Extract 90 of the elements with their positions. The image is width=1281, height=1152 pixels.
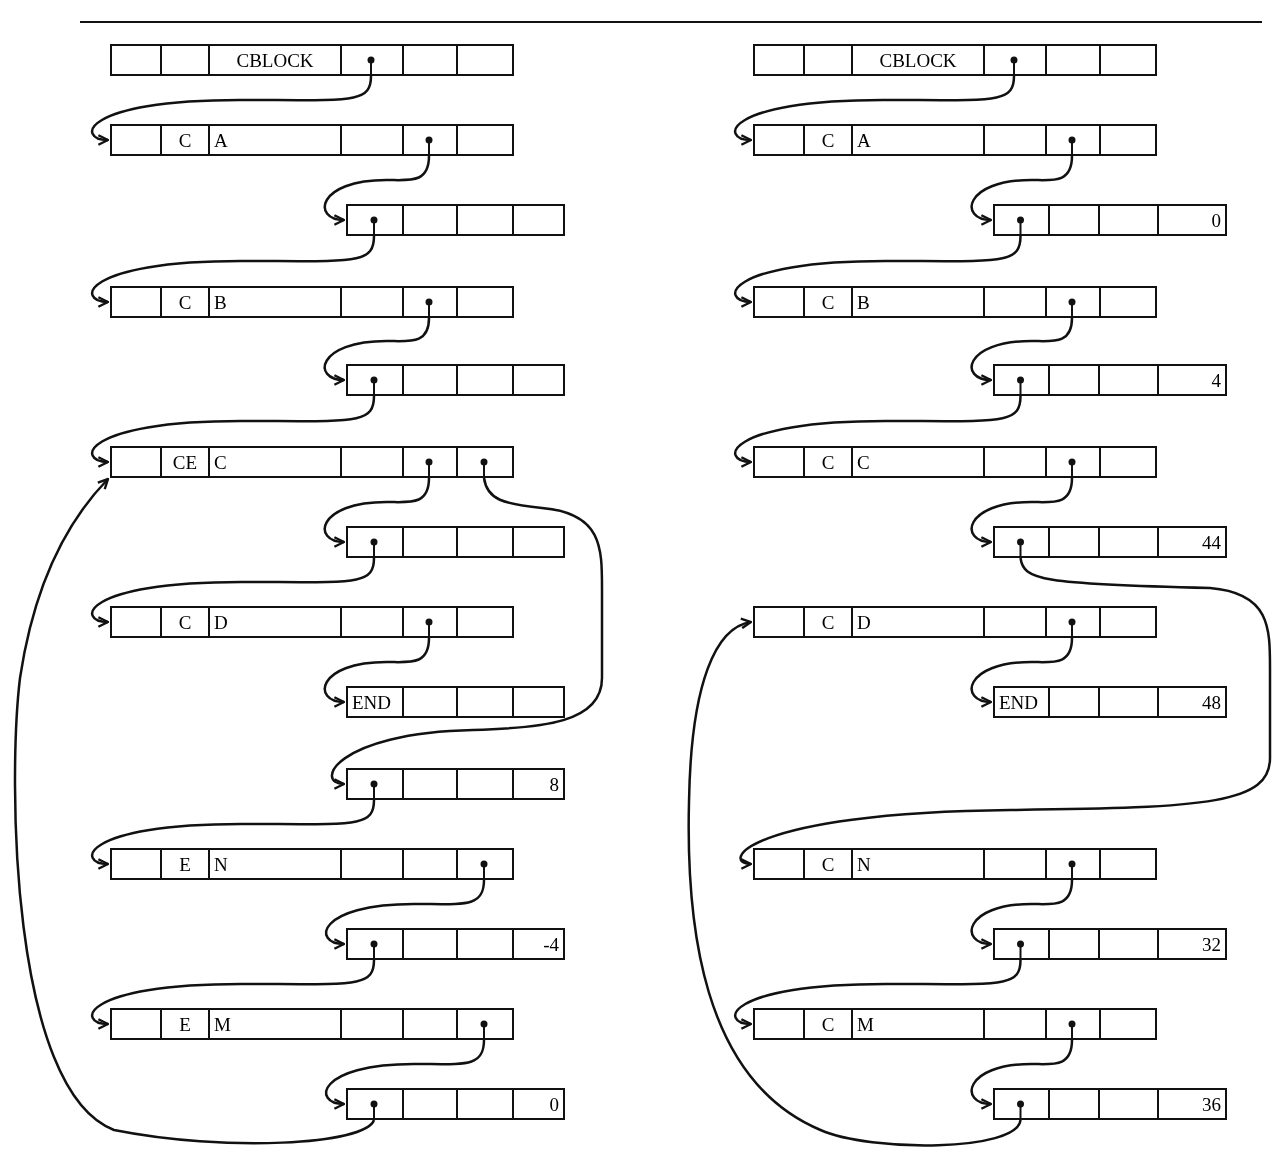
record-box: [346, 928, 565, 960]
field-label: C: [821, 612, 835, 632]
arrow: [687, 618, 1022, 1147]
arrow: [970, 477, 1074, 547]
field-label: N: [214, 854, 228, 874]
field-label: C: [821, 1014, 835, 1034]
arrow: [323, 155, 431, 225]
field-label: 44: [1202, 532, 1221, 552]
arrow: [91, 557, 376, 627]
arrow: [970, 637, 1074, 707]
field-label: C: [178, 612, 192, 632]
field-label: B: [857, 292, 870, 312]
arrow: [325, 879, 486, 949]
arrow: [970, 317, 1074, 385]
arrow: [323, 477, 431, 547]
record-box: [346, 1088, 565, 1120]
arrow: [331, 477, 604, 789]
record-box: [110, 848, 514, 880]
field-label: C: [178, 292, 192, 312]
record-box: [110, 606, 514, 638]
field-label: 8: [549, 774, 559, 794]
arrow: [323, 317, 431, 385]
field-label: C: [214, 452, 227, 472]
record-box: [753, 44, 1157, 76]
arrow: [91, 75, 373, 145]
field-label: CBLOCK: [236, 50, 314, 70]
arrow: [325, 1039, 486, 1109]
record-box: [753, 1008, 1157, 1040]
record-box: [993, 686, 1227, 718]
field-label: 0: [549, 1094, 559, 1114]
record-box: [346, 686, 565, 718]
field-label: 32: [1202, 934, 1221, 954]
record-box: [753, 124, 1157, 156]
field-label: M: [857, 1014, 874, 1034]
field-label: N: [857, 854, 871, 874]
record-box: [993, 204, 1227, 236]
field-label: C: [821, 854, 835, 874]
field-label: M: [214, 1014, 231, 1034]
record-box: [110, 124, 514, 156]
field-label: END: [999, 692, 1039, 712]
record-box: [753, 446, 1157, 478]
field-label: 4: [1211, 370, 1221, 390]
record-box: [753, 606, 1157, 638]
arrow: [91, 235, 376, 307]
arrow: [734, 959, 1022, 1029]
field-label: A: [857, 130, 871, 150]
field-label: CBLOCK: [879, 50, 957, 70]
arrow: [13, 477, 375, 1145]
field-label: C: [821, 452, 835, 472]
field-label: D: [214, 612, 228, 632]
record-box: [110, 1008, 514, 1040]
field-label: 48: [1202, 692, 1221, 712]
record-box: [753, 286, 1157, 318]
arrow: [739, 557, 1272, 869]
field-label: C: [821, 292, 835, 312]
arrow: [970, 1039, 1074, 1109]
arrow: [970, 879, 1074, 949]
field-label: A: [214, 130, 228, 150]
record-box: [346, 364, 565, 396]
field-label: 0: [1211, 210, 1221, 230]
record-box: [993, 526, 1227, 558]
arrow: [734, 395, 1022, 467]
field-label: -4: [543, 934, 559, 954]
record-box: [346, 204, 565, 236]
field-label: D: [857, 612, 871, 632]
field-label: C: [178, 130, 192, 150]
field-label: C: [857, 452, 870, 472]
record-box: [993, 364, 1227, 396]
arrow: [970, 155, 1074, 225]
arrow: [91, 799, 376, 869]
field-label: E: [179, 1014, 191, 1034]
arrow: [91, 959, 376, 1029]
record-box: [993, 928, 1227, 960]
record-box: [993, 1088, 1227, 1120]
record-box: [110, 286, 514, 318]
arrow: [91, 395, 376, 467]
field-label: C: [821, 130, 835, 150]
field-label: 36: [1202, 1094, 1221, 1114]
field-label: B: [214, 292, 227, 312]
record-box: [346, 768, 565, 800]
record-box: [346, 526, 565, 558]
arrow: [734, 235, 1022, 307]
arrow: [323, 637, 431, 707]
field-label: E: [179, 854, 191, 874]
field-label: END: [352, 692, 392, 712]
field-label: CE: [172, 452, 198, 472]
record-box: [753, 848, 1157, 880]
record-box: [110, 446, 514, 478]
arrow: [734, 75, 1016, 145]
record-box: [110, 44, 514, 76]
